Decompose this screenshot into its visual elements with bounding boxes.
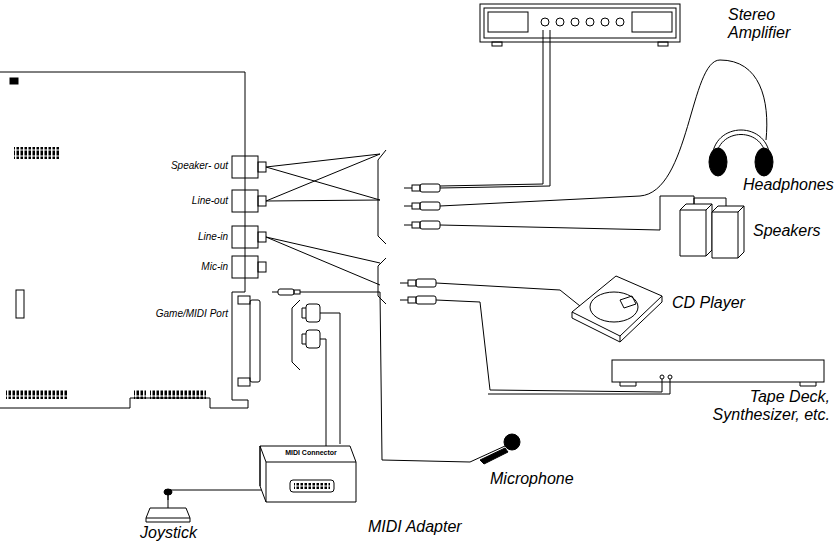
midi-adapter xyxy=(260,446,356,502)
edge-connector xyxy=(150,390,206,399)
device-label: Headphones xyxy=(743,176,833,194)
device-label: Joystick xyxy=(140,524,230,542)
headphones xyxy=(709,130,773,176)
stereo-amplifier xyxy=(480,4,680,46)
cd-player xyxy=(572,276,662,342)
output-leaders xyxy=(266,150,386,370)
device-label: CD Player xyxy=(672,294,772,312)
adapter-text: MIDI Connector xyxy=(268,449,354,457)
edge-connector xyxy=(134,390,146,399)
edge-connector xyxy=(6,390,68,399)
game-plugs xyxy=(302,304,320,348)
amplifier-cable xyxy=(440,30,550,188)
card-chip xyxy=(16,290,24,318)
card-chip xyxy=(10,78,18,84)
joystick xyxy=(146,489,190,522)
device-label: Microphone xyxy=(490,470,600,488)
port-label: Game/MIDI Port xyxy=(116,308,228,320)
midi-cable xyxy=(320,313,340,444)
tape-cable xyxy=(436,300,670,394)
device-label: Stereo Amplifier xyxy=(728,6,828,43)
audio-jacks xyxy=(232,156,266,278)
cd-cable xyxy=(436,283,580,306)
tape-deck xyxy=(612,360,824,386)
headphone-cable xyxy=(440,60,767,206)
card-header xyxy=(14,147,60,159)
speakers xyxy=(680,198,744,258)
port-label: Line-in xyxy=(130,231,228,243)
device-label: Tape Deck, Synthesizer, etc. xyxy=(712,388,830,425)
port-label: Speaker- out xyxy=(130,160,228,172)
speaker-cable xyxy=(440,196,694,230)
sound-card xyxy=(0,72,248,408)
mic-plug xyxy=(272,289,300,295)
device-label: MIDI Adapter xyxy=(368,518,488,536)
output-plugs xyxy=(404,184,440,229)
input-plugs xyxy=(400,279,436,304)
device-label: Speakers xyxy=(753,222,833,240)
microphone xyxy=(470,434,520,464)
port-label: Line-out xyxy=(130,195,228,207)
port-label: Mic-in xyxy=(130,261,228,273)
game-port xyxy=(238,296,260,386)
